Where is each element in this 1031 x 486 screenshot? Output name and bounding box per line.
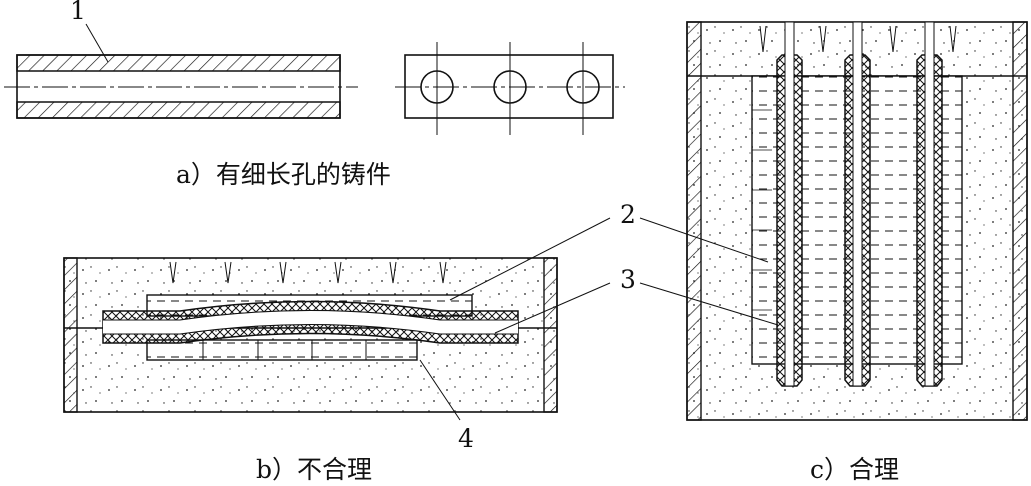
leader-1 — [85, 23, 109, 63]
leader-2-c — [639, 217, 769, 263]
leader-3-b — [494, 282, 611, 334]
caption-a: a）有细长孔的铸件 — [176, 160, 391, 189]
flask-wall-right — [543, 257, 558, 413]
label-3: 3 — [620, 265, 636, 294]
leader-2-b — [449, 217, 611, 301]
casting-end-view — [395, 42, 625, 135]
flask-wall-right-c — [1012, 21, 1028, 421]
label-2: 2 — [620, 200, 636, 229]
flask-wall-left — [63, 257, 78, 413]
casting-side-view — [4, 54, 358, 119]
leader-4 — [419, 359, 461, 421]
flask-wall-left-c — [686, 21, 702, 421]
figure-b — [63, 217, 611, 421]
vertical-core — [844, 21, 871, 387]
leader-3-c — [639, 282, 779, 326]
vertical-core — [916, 21, 943, 387]
figure-a — [4, 23, 625, 135]
label-4: 4 — [458, 424, 474, 453]
caption-c: c）合理 — [810, 455, 900, 484]
label-1: 1 — [70, 0, 86, 25]
caption-b: b）不合理 — [256, 455, 373, 484]
vertical-core — [776, 21, 803, 387]
figure-c — [639, 21, 1028, 421]
vent-marks — [169, 261, 447, 284]
